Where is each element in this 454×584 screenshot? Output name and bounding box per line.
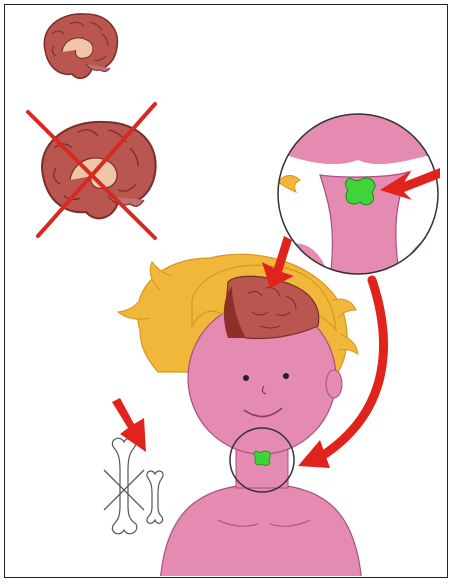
child-figure	[118, 254, 362, 584]
thyroid-zoom-circle	[270, 110, 450, 280]
bone-icon	[104, 438, 163, 534]
normal-brain-icon	[44, 14, 117, 78]
thyroid-gland-icon	[345, 178, 375, 205]
